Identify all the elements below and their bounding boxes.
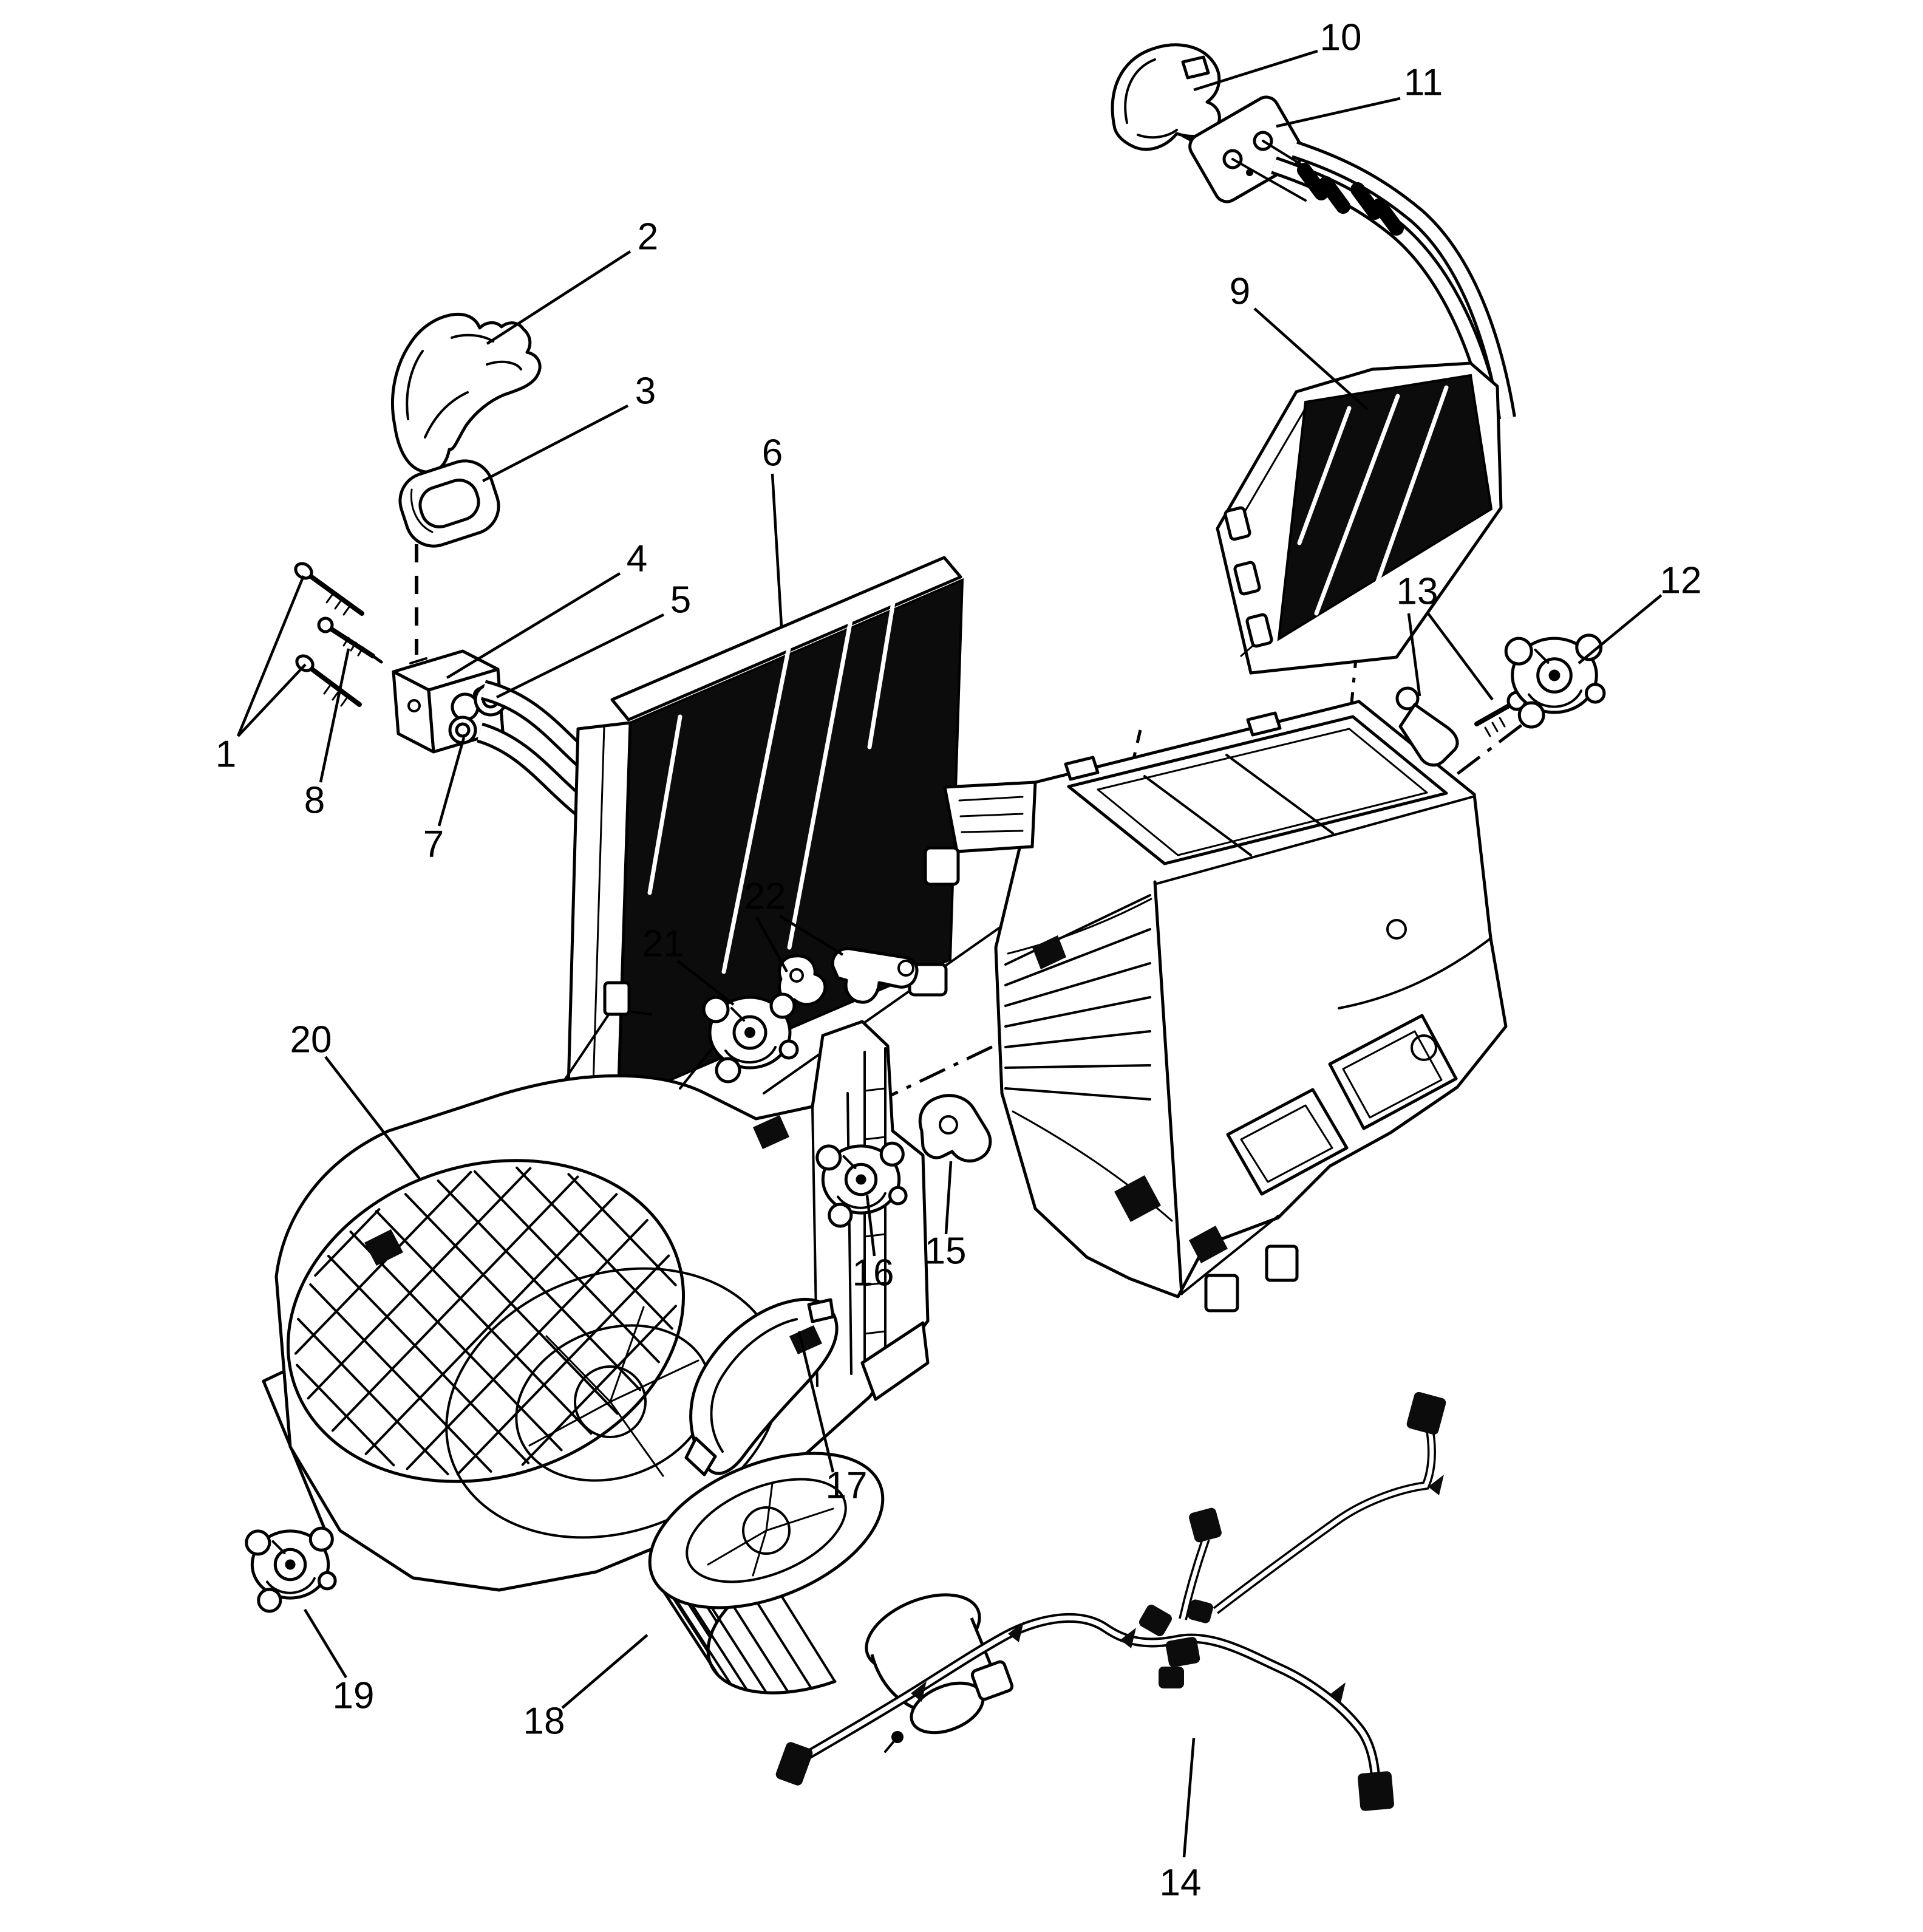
part-8-stud	[317, 616, 383, 664]
part-2-cover-seal	[390, 312, 542, 474]
callout-19-leader-0	[304, 1608, 347, 1679]
callout-label-17: 17	[826, 1464, 868, 1506]
callout-label-19: 19	[333, 1674, 375, 1716]
callout-13-leader-0	[1407, 613, 1421, 697]
callout-22-leader-1	[778, 915, 844, 956]
callout-17-leader-0	[797, 1331, 835, 1473]
callout-label-11: 11	[1404, 61, 1443, 103]
part-12-actuator	[1504, 633, 1606, 729]
part-18-blower-motor	[648, 1452, 1014, 1753]
callout-8-leader-0	[319, 648, 350, 783]
part-7-o-ring	[448, 715, 477, 745]
part-16-actuator	[815, 1141, 908, 1228]
callout-label-4: 4	[627, 538, 647, 579]
part-1-bolts	[294, 562, 364, 707]
callout-label-13: 13	[1397, 570, 1438, 612]
callout-16-leader-0	[865, 1195, 876, 1257]
callout-label-5: 5	[670, 579, 691, 621]
callout-13-leader-1	[1427, 612, 1494, 701]
callout-7-leader-0	[437, 737, 466, 827]
part-15-bracket	[918, 1094, 992, 1162]
module-louvers	[1004, 894, 1151, 1101]
callout-20-leader-0	[324, 1056, 421, 1181]
callout-15-leader-0	[944, 1161, 953, 1235]
callout-label-1: 1	[216, 733, 236, 775]
callout-22-leader-0	[755, 916, 788, 973]
heater-pipes	[1271, 140, 1516, 420]
callout-label-9: 9	[1230, 270, 1250, 312]
callout-label-22: 22	[744, 875, 786, 917]
axis-actuator-16	[777, 1026, 1033, 1151]
callout-18-leader-0	[561, 1634, 648, 1709]
callout-label-15: 15	[925, 1230, 967, 1272]
part-3-seal-grommet	[398, 459, 500, 548]
callout-21-leader-0	[676, 960, 735, 1006]
part-9-heater-core	[1216, 361, 1503, 675]
hvac-module-case	[924, 700, 1508, 1312]
callout-label-8: 8	[304, 779, 325, 821]
part-14-wiring-harness	[775, 1391, 1446, 1811]
harness-connectors	[775, 1391, 1446, 1811]
callout-label-16: 16	[853, 1252, 894, 1294]
callout-2-leader-0	[486, 250, 631, 345]
callout-label-7: 7	[423, 823, 444, 865]
part-10-pipe-cover	[1111, 43, 1221, 151]
callout-1-leader-1	[237, 663, 307, 737]
callout-6-leader-0	[771, 473, 783, 627]
callout-label-14: 14	[1160, 1862, 1202, 1903]
callout-11-leader-0	[1276, 97, 1401, 128]
part-13-link-and-screw	[1395, 686, 1527, 767]
callout-label-2: 2	[638, 216, 658, 258]
callout-label-18: 18	[523, 1700, 565, 1742]
callout-label-6: 6	[762, 432, 783, 474]
part-11-pipe-retainer-plate	[1188, 95, 1343, 203]
callout-label-10: 10	[1320, 16, 1362, 58]
part-20-lower-case	[274, 981, 930, 1592]
callout-label-12: 12	[1660, 559, 1702, 601]
callout-label-20: 20	[290, 1019, 332, 1060]
housing-rib-mesh	[294, 1166, 677, 1476]
callout-14-leader-0	[1182, 1738, 1196, 1858]
callout-5-leader-0	[496, 613, 664, 699]
part-22-links	[778, 947, 919, 1006]
part-21-actuator	[702, 992, 799, 1084]
callout-12-leader-0	[1578, 594, 1663, 664]
callout-label-21: 21	[642, 923, 684, 964]
part-17-cover	[684, 1297, 839, 1476]
callout-label-3: 3	[635, 370, 656, 412]
callout-10-leader-0	[1193, 49, 1318, 92]
callout-1-leader-0	[236, 575, 305, 737]
callout-3-leader-0	[482, 404, 629, 482]
callout-4-leader-0	[446, 572, 621, 679]
callout-9-leader-0	[1253, 307, 1369, 411]
part-19-actuator	[245, 1526, 337, 1613]
